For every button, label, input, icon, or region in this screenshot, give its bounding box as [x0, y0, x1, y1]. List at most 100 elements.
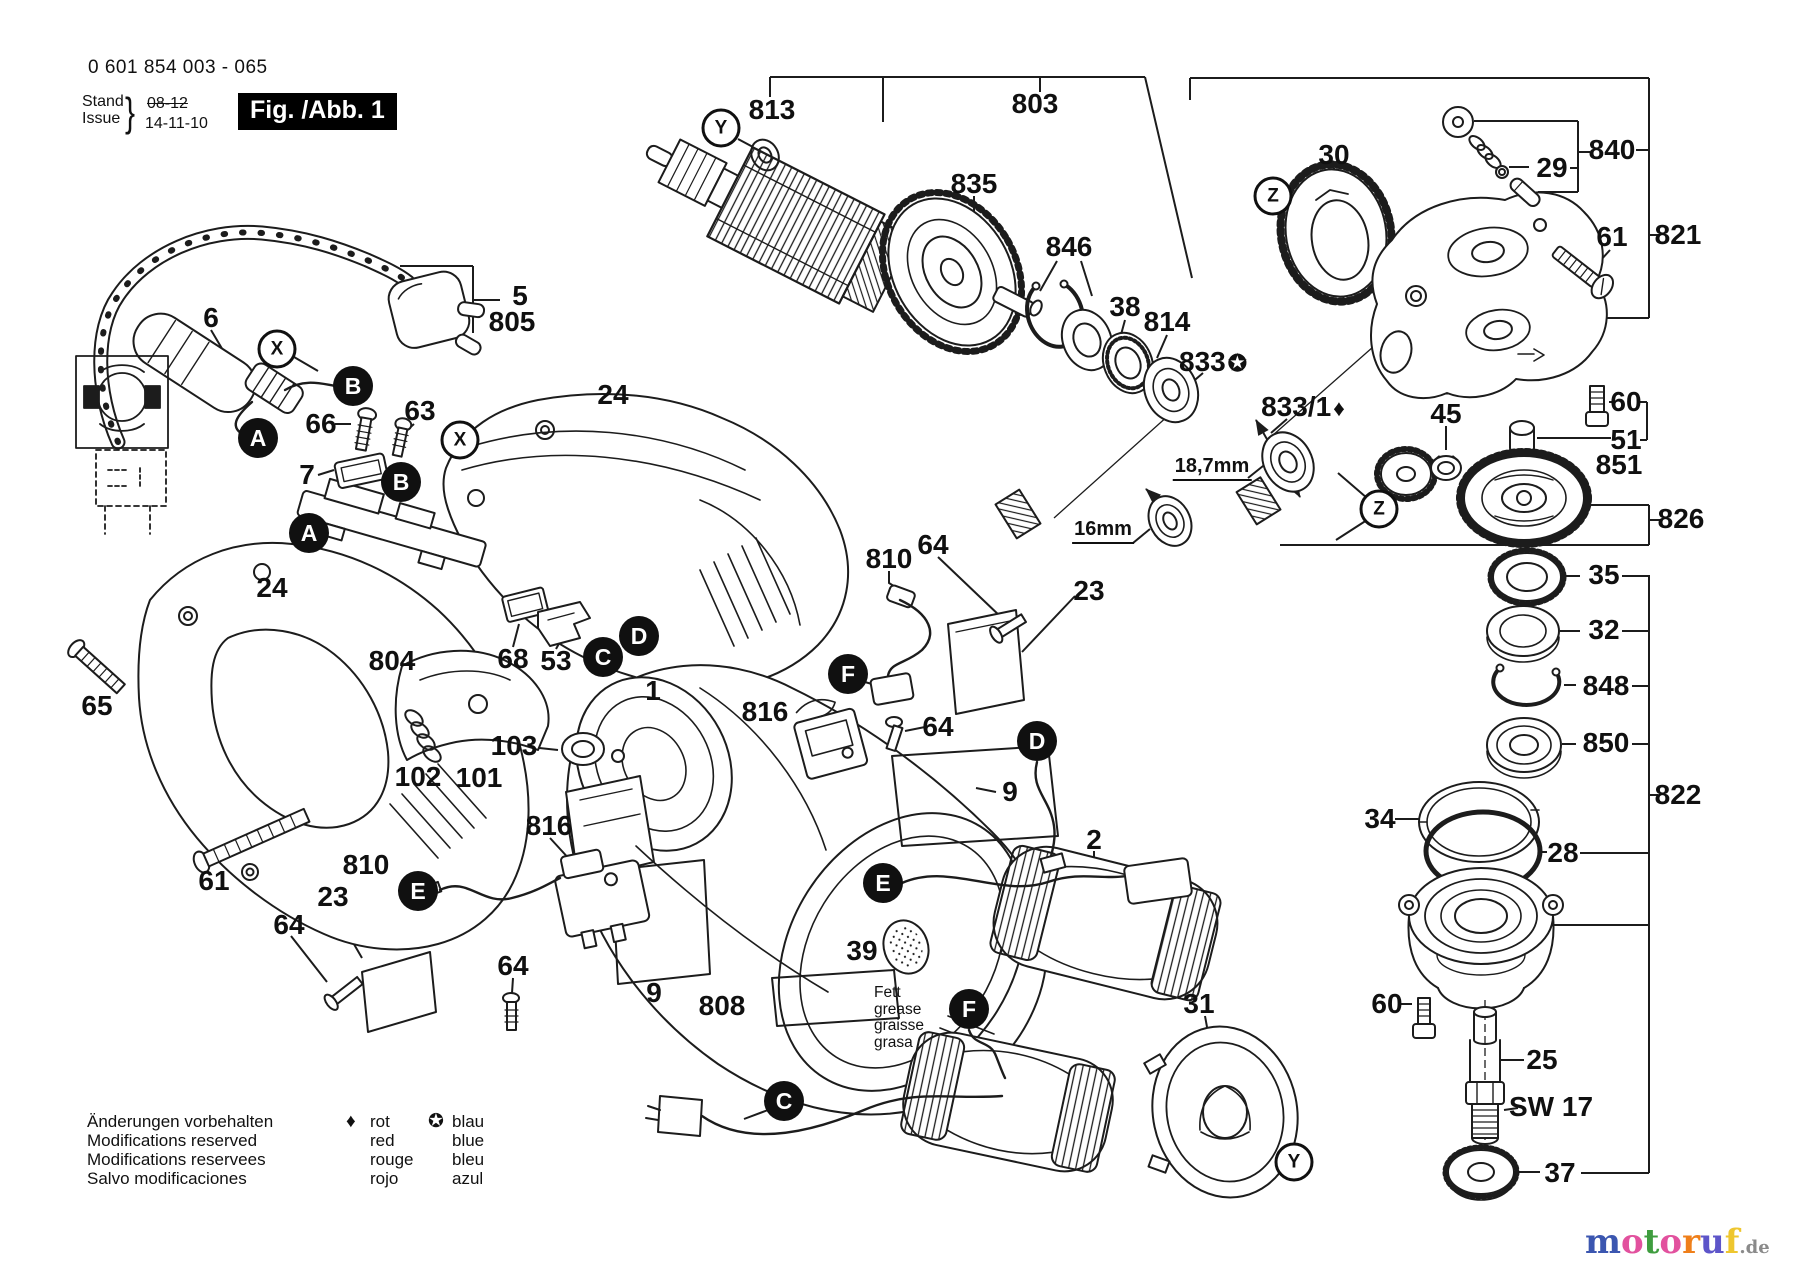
part-label-803: 803	[1012, 90, 1059, 118]
part-label-35: 35	[1588, 561, 1619, 589]
part-number-text: 5	[512, 280, 528, 311]
part-number-text: 826	[1657, 503, 1705, 534]
legend-note: Salvo modificaciones	[87, 1169, 247, 1188]
power-cord	[93, 224, 486, 450]
ring-stack	[1025, 279, 1200, 424]
legend-note: Modifications reservees	[87, 1150, 266, 1169]
wiring-schematic	[75, 355, 169, 535]
part-label-32: 32	[1588, 616, 1619, 644]
part-label-2: 2	[1086, 826, 1102, 854]
screw-61-top	[1551, 245, 1615, 300]
part-label-23: 23	[317, 883, 348, 911]
part-number-text: 808	[698, 990, 746, 1021]
part-label-833-1: 833/1♦	[1261, 393, 1345, 421]
motor-housing	[565, 664, 1048, 1116]
ref-letter-f-filled: F	[949, 989, 989, 1029]
part-number-text: 822	[1654, 779, 1702, 810]
part-label-68: 68	[497, 645, 528, 673]
part-number-text: 2	[1086, 824, 1102, 855]
part-number-text: 821	[1654, 219, 1702, 250]
part-label-821: 821	[1655, 221, 1702, 249]
part-number-text: 23	[317, 881, 349, 912]
grease-line: graisse	[874, 1017, 924, 1034]
part-number-text: 66	[305, 408, 337, 439]
part-label-850: 850	[1583, 729, 1630, 757]
part-number-text: 835	[950, 168, 998, 199]
part-number-text: 102	[394, 761, 442, 792]
part-number-text: 32	[1588, 614, 1620, 645]
field-coil-lower	[900, 1031, 1116, 1173]
ref-letter-x-outline: X	[440, 420, 480, 460]
spindle-25	[1465, 1006, 1505, 1145]
part-number-text: 9	[1002, 776, 1018, 807]
part-label-102: 102	[395, 763, 442, 791]
screw-66	[354, 407, 378, 452]
part-number-text: 61	[1596, 221, 1628, 252]
part-number-text: 805	[488, 306, 536, 337]
trigger	[394, 649, 550, 761]
part-number-text: 30	[1318, 139, 1350, 170]
part-label-835: 835	[951, 170, 998, 198]
part-number-text: 53	[540, 645, 572, 676]
old-issue-date: 08-12	[147, 95, 188, 112]
part-number-text: 848	[1582, 670, 1630, 701]
red-diamond-icon: ♦	[1333, 395, 1345, 421]
part-label-64: 64	[497, 952, 528, 980]
part-number-text: 37	[1544, 1157, 1576, 1188]
part-label-840: 840	[1589, 136, 1636, 164]
part-number-text: 7	[299, 459, 315, 490]
seal-32	[1486, 605, 1560, 663]
part-label-61: 61	[198, 867, 229, 895]
part-label-61: 61	[1596, 223, 1627, 251]
part-number-text: 25	[1526, 1044, 1558, 1075]
legend-notes: Änderungen vorbehalten Modifications res…	[87, 1112, 273, 1188]
part-label-7: 7	[299, 461, 315, 489]
part-label-38: 38	[1109, 293, 1140, 321]
new-issue-date: 14-11-10	[145, 115, 208, 132]
circlip-848	[1491, 663, 1562, 707]
part-label-101: 101	[456, 764, 503, 792]
logo-letter: o	[1620, 1222, 1644, 1262]
part-label-sw-17: SW 17	[1509, 1093, 1593, 1121]
ref-letter-e-filled: E	[398, 871, 438, 911]
legend-term: blau	[452, 1112, 485, 1131]
part-label-60: 60	[1371, 990, 1402, 1018]
crown-gear-826	[1456, 448, 1592, 548]
ref-letter-c-filled: C	[583, 637, 623, 677]
legend-term: blue	[452, 1131, 485, 1150]
logo-letter: m	[1585, 1222, 1621, 1262]
part-number-text: SW 17	[1508, 1091, 1594, 1122]
part-number-text: 850	[1582, 727, 1630, 758]
part-number-text: 51	[1610, 424, 1642, 455]
part-number-text: 101	[455, 762, 503, 793]
part-number-text: 60	[1610, 386, 1642, 417]
part-label-808: 808	[699, 992, 746, 1020]
grease-line: grease	[874, 1000, 922, 1018]
part-number-text: 39	[846, 935, 878, 966]
part-number-text: 803	[1011, 88, 1059, 119]
screw-65	[67, 639, 126, 695]
ref-letter-z-outline: Z	[1359, 489, 1399, 529]
part-number-text: 810	[865, 543, 913, 574]
part-label-37: 37	[1544, 1159, 1575, 1187]
red-diamond-icon: ♦	[346, 1111, 356, 1132]
spacer-35	[1487, 547, 1567, 607]
part-label-814: 814	[1144, 308, 1191, 336]
ref-letter-a-filled: A	[238, 418, 278, 458]
part-label-34: 34	[1364, 805, 1395, 833]
screw-64-switch	[502, 992, 520, 1031]
part-number-text: 64	[922, 711, 954, 742]
part-number-text: 24	[597, 379, 629, 410]
brush-holder-center	[793, 698, 869, 780]
part-label-9: 9	[646, 979, 662, 1007]
ref-letter-z-outline: Z	[1253, 176, 1293, 216]
part-number-text: 103	[490, 730, 538, 761]
stand-label: Stand	[82, 93, 124, 110]
part-number-text: 9	[646, 977, 662, 1008]
stand-issue-block: Stand Issue	[82, 93, 124, 127]
part-number-text: 851	[1595, 449, 1643, 480]
issue-label: Issue	[82, 110, 121, 127]
screw-60-bottom	[1412, 997, 1436, 1039]
part-label-53: 53	[540, 647, 571, 675]
ref-letter-x-outline: X	[257, 329, 297, 369]
